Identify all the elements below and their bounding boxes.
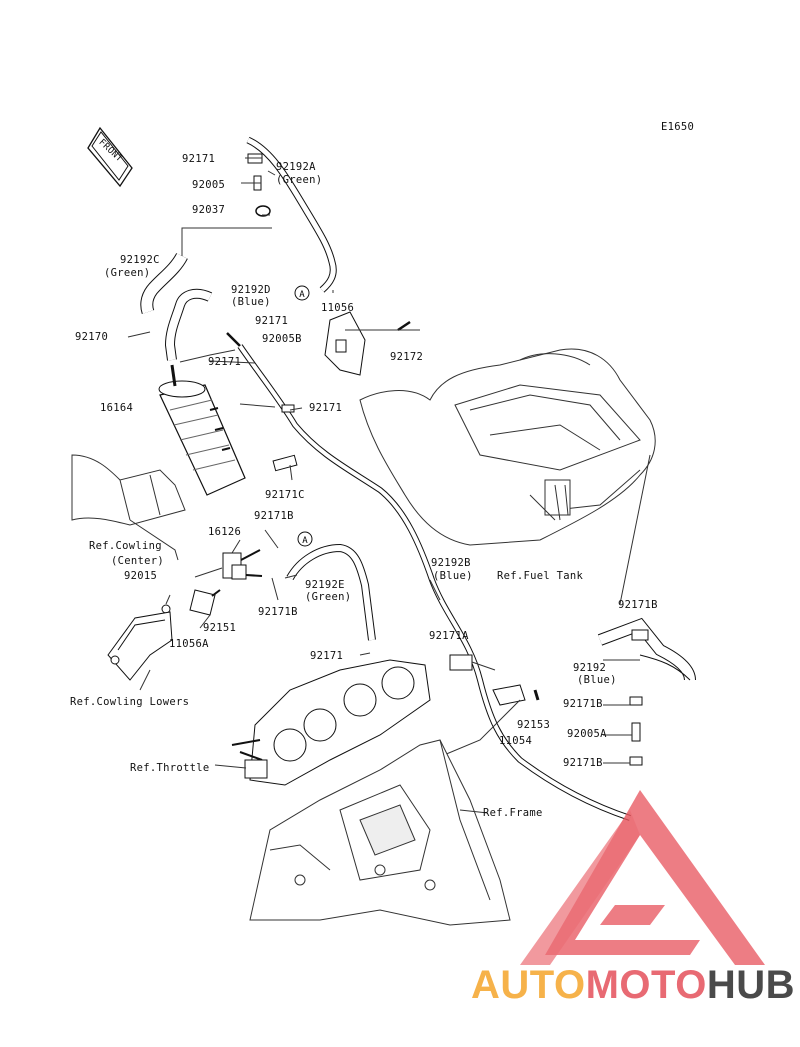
part-92171B-a[interactable]: 92171B — [254, 510, 294, 522]
part-92151[interactable]: 92151 — [203, 622, 237, 634]
part-92171-mid[interactable]: 92171 — [255, 315, 289, 327]
canister-16164 — [158, 364, 246, 496]
cowling-center-sketch — [71, 454, 186, 526]
diagram-code: E1650 — [661, 121, 695, 133]
ref-cowling-lowers[interactable]: Ref.Cowling Lowers — [70, 696, 190, 708]
part-92005B[interactable]: 92005B — [262, 333, 302, 345]
part-92171A[interactable]: 92171A — [429, 630, 469, 642]
part-92192-color: (Blue) — [577, 674, 617, 686]
front-arrow-icon — [87, 126, 133, 188]
part-92005A[interactable]: 92005A — [567, 728, 607, 740]
part-92171-line[interactable]: 92171 — [309, 402, 343, 414]
part-11054[interactable]: 11054 — [499, 735, 533, 747]
part-92170[interactable]: 92170 — [75, 331, 109, 343]
fuel-tank-sketch — [359, 348, 656, 546]
part-92192E-color: (Green) — [305, 591, 352, 603]
part-92192A-color: (Green) — [276, 174, 323, 186]
watermark-auto: AUTO — [471, 963, 586, 1007]
valve-16126 — [222, 549, 263, 580]
ref-frame[interactable]: Ref.Frame — [483, 807, 543, 819]
part-92172[interactable]: 92172 — [390, 351, 424, 363]
part-92015[interactable]: 92015 — [124, 570, 158, 582]
callout-a-top-text: A — [299, 290, 305, 300]
part-92192[interactable]: 92192 — [573, 662, 607, 674]
watermark-moto: MOTO — [585, 963, 707, 1007]
automotohub-logo-icon — [520, 790, 765, 965]
part-92192D-color: (Blue) — [231, 296, 271, 308]
part-92171-top[interactable]: 92171 — [182, 153, 216, 165]
callout-a-mid — [297, 531, 313, 547]
part-92171B-r3[interactable]: 92171B — [563, 757, 603, 769]
ref-fuel-tank[interactable]: Ref.Fuel Tank — [497, 570, 584, 582]
part-16126[interactable]: 16126 — [208, 526, 242, 538]
ref-throttle[interactable]: Ref.Throttle — [130, 762, 210, 774]
part-92192C[interactable]: 92192C — [120, 254, 160, 266]
ref-cowling-center-sub: (Center) — [111, 555, 164, 567]
part-11056[interactable]: 11056 — [321, 302, 355, 314]
part-92192C-color: (Green) — [104, 267, 151, 279]
part-92192A[interactable]: 92192A — [276, 161, 316, 173]
ref-cowling-center[interactable]: Ref.Cowling — [89, 540, 162, 552]
part-92171-throttle[interactable]: 92171 — [310, 650, 344, 662]
part-92171C[interactable]: 92171C — [265, 489, 305, 501]
part-92037[interactable]: 92037 — [192, 204, 226, 216]
cowling-lowers-bracket — [107, 611, 173, 681]
watermark-hub: HUB — [706, 963, 796, 1007]
callout-a-mid-text: A — [302, 536, 308, 546]
part-92192B[interactable]: 92192B — [431, 557, 471, 569]
part-92192B-color: (Blue) — [433, 570, 473, 582]
part-92153[interactable]: 92153 — [517, 719, 551, 731]
part-16164[interactable]: 16164 — [100, 402, 134, 414]
frame-sketch — [249, 739, 511, 926]
throttle-bodies — [231, 659, 431, 786]
part-92192D[interactable]: 92192D — [231, 284, 271, 296]
part-11056A[interactable]: 11056A — [169, 638, 209, 650]
part-92192E[interactable]: 92192E — [305, 579, 345, 591]
part-92171-canister[interactable]: 92171 — [208, 356, 242, 368]
part-92171B-r2[interactable]: 92171B — [563, 698, 603, 710]
watermark-text: AUTOMOTOHUB — [471, 963, 795, 1008]
callout-a-top — [294, 285, 310, 301]
part-92171B-b[interactable]: 92171B — [258, 606, 298, 618]
part-92005[interactable]: 92005 — [192, 179, 226, 191]
part-92171B-right[interactable]: 92171B — [618, 599, 658, 611]
